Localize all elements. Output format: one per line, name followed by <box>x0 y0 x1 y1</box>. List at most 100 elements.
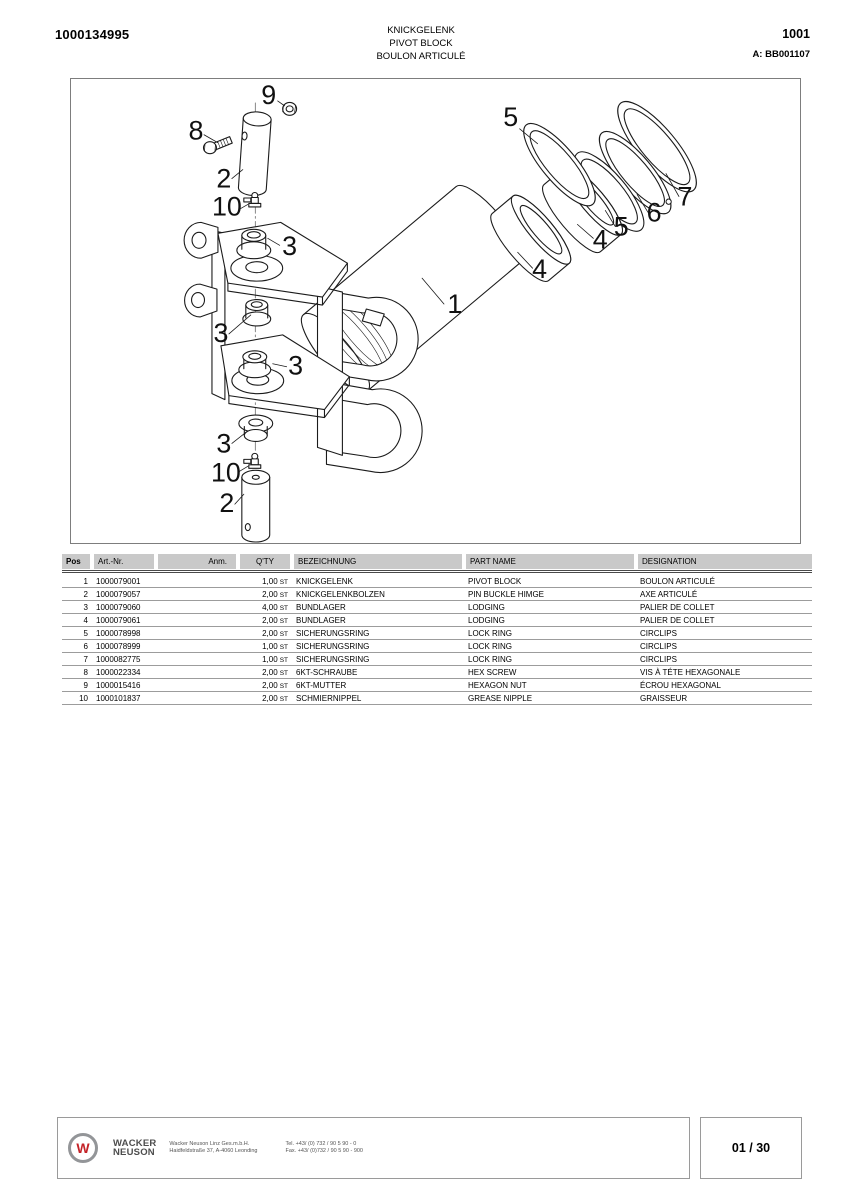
cell-pos: 2 <box>62 587 92 601</box>
pin-part-2-bottom <box>241 469 271 543</box>
col-designation: DESIGNATION <box>634 554 812 569</box>
cell-part-name: LOCK RING <box>464 626 636 640</box>
callout-3b: 3 <box>213 318 228 348</box>
cell-pos: 5 <box>62 626 92 640</box>
cell-anm <box>156 600 238 614</box>
title-english: PIVOT BLOCK <box>389 38 453 49</box>
cell-anm <box>156 652 238 666</box>
callout-2-bottom: 2 <box>219 488 234 518</box>
hex-screw-part-8 <box>202 136 233 155</box>
cell-pos: 4 <box>62 613 92 627</box>
cell-art-nr: 1000079001 <box>92 571 156 588</box>
cell-designation: PALIER DE COLLET <box>636 600 812 614</box>
cell-designation: PALIER DE COLLET <box>636 613 812 627</box>
qty-value: 4,00 <box>262 602 278 612</box>
hook-notch <box>361 308 385 327</box>
qty-value: 2,00 <box>262 615 278 625</box>
cell-part-name: HEX SCREW <box>464 665 636 679</box>
bushing-3b-flange <box>242 311 272 327</box>
qty-value: 1,00 <box>262 654 278 664</box>
block-bottom-plate-edge <box>228 376 350 419</box>
callout-5b: 5 <box>614 211 629 241</box>
cell-designation: GRAISSEUR <box>636 691 812 705</box>
cell-part-name: PIN BUCKLE HIMGE <box>464 587 636 601</box>
cell-art-nr: 1000101837 <box>92 691 156 705</box>
qty-unit: ST <box>279 604 288 612</box>
qty-value: 1,00 <box>262 576 278 586</box>
qty-unit: ST <box>279 669 288 677</box>
block-top-plate-edge <box>227 262 348 306</box>
cell-part-name: PIVOT BLOCK <box>464 571 636 588</box>
bushing-3c-hole <box>248 352 262 360</box>
qty-value: 2,00 <box>262 628 278 638</box>
col-anm: Anm. <box>154 554 238 569</box>
cell-bezeichnung: SICHERUNGSRING <box>292 639 464 653</box>
cell-bezeichnung: 6KT-SCHRAUBE <box>292 665 464 679</box>
qty-value: 1,00 <box>262 641 278 651</box>
cell-part-name: LOCK RING <box>464 652 636 666</box>
company-address: Wacker Neuson Linz Ges.m.b.H. Haidfeldst… <box>169 1141 257 1156</box>
hex-nut-part-9 <box>282 101 298 116</box>
col-art-nr: Art.-Nr. <box>90 554 156 569</box>
col-qty: Q'TY <box>236 554 292 569</box>
cell-designation: BOULON ARTICULÉ <box>636 571 812 588</box>
cell-designation: CIRCLIPS <box>636 652 812 666</box>
top-disc-hole <box>245 261 269 274</box>
cell-part-name: LODGING <box>464 613 636 627</box>
diagram-panel: 9 8 2 10 3 3 3 3 10 2 1 4 4 5 5 6 7 <box>70 78 801 544</box>
cell-art-nr: 1000079060 <box>92 600 156 614</box>
bushing-3b-body <box>245 304 269 319</box>
callout-7: 7 <box>677 181 692 211</box>
cell-designation: AXE ARTICULÉ <box>636 587 812 601</box>
page-indicator: 01 / 30 <box>700 1117 802 1179</box>
qty-unit: ST <box>279 682 288 690</box>
cell-art-nr: 1000078998 <box>92 626 156 640</box>
cell-bezeichnung: BUNDLAGER <box>292 613 464 627</box>
cell-bezeichnung: SICHERUNGSRING <box>292 626 464 640</box>
bushing-3a-hole <box>246 231 261 239</box>
cell-pos: 1 <box>62 571 92 588</box>
cell-bezeichnung: 6KT-MUTTER <box>292 678 464 692</box>
circlip-part-5a <box>523 122 596 207</box>
qty-unit: ST <box>279 578 288 586</box>
callout-3d: 3 <box>216 428 231 458</box>
pin-part-2-top <box>237 111 272 197</box>
qty-unit: ST <box>279 617 288 625</box>
parts-table: Pos Art.-Nr. Anm. Q'TY BEZEICHNUNG PART … <box>62 554 812 705</box>
left-ear-lower-hole <box>191 292 206 309</box>
cell-anm <box>156 626 238 640</box>
cell-anm <box>156 587 238 601</box>
qty-value: 2,00 <box>262 680 278 690</box>
callout-4b: 4 <box>593 224 608 254</box>
exploded-diagram: 9 8 2 10 3 3 3 3 10 2 1 4 4 5 5 6 7 <box>183 80 697 543</box>
bushing-3b-hole <box>250 301 263 308</box>
cell-pos: 10 <box>62 691 92 705</box>
cell-bezeichnung: BUNDLAGER <box>292 600 464 614</box>
callout-labels: 9 8 2 10 3 3 3 3 10 2 1 4 4 5 5 6 7 <box>189 80 693 518</box>
fork-hook-lower <box>325 381 423 474</box>
cell-designation: CIRCLIPS <box>636 639 812 653</box>
phone-fax: Fax. +43/ (0)732 / 90 5 90 - 900 <box>285 1148 363 1154</box>
circlip-part-7 <box>617 101 697 193</box>
cell-part-name: LOCK RING <box>464 639 636 653</box>
callout-8: 8 <box>189 116 204 146</box>
company-name: Wacker Neuson Linz Ges.m.b.H. <box>169 1140 250 1147</box>
grease-nipple-part-10-top <box>243 191 262 208</box>
callout-3a: 3 <box>282 231 297 261</box>
qty-value: 2,00 <box>262 693 278 703</box>
cell-art-nr: 1000082775 <box>92 652 156 666</box>
cell-designation: CIRCLIPS <box>636 626 812 640</box>
cell-art-nr: 1000079061 <box>92 613 156 627</box>
cell-bezeichnung: KNICKGELENK <box>292 571 464 588</box>
left-ear-upper-hole <box>191 231 207 249</box>
